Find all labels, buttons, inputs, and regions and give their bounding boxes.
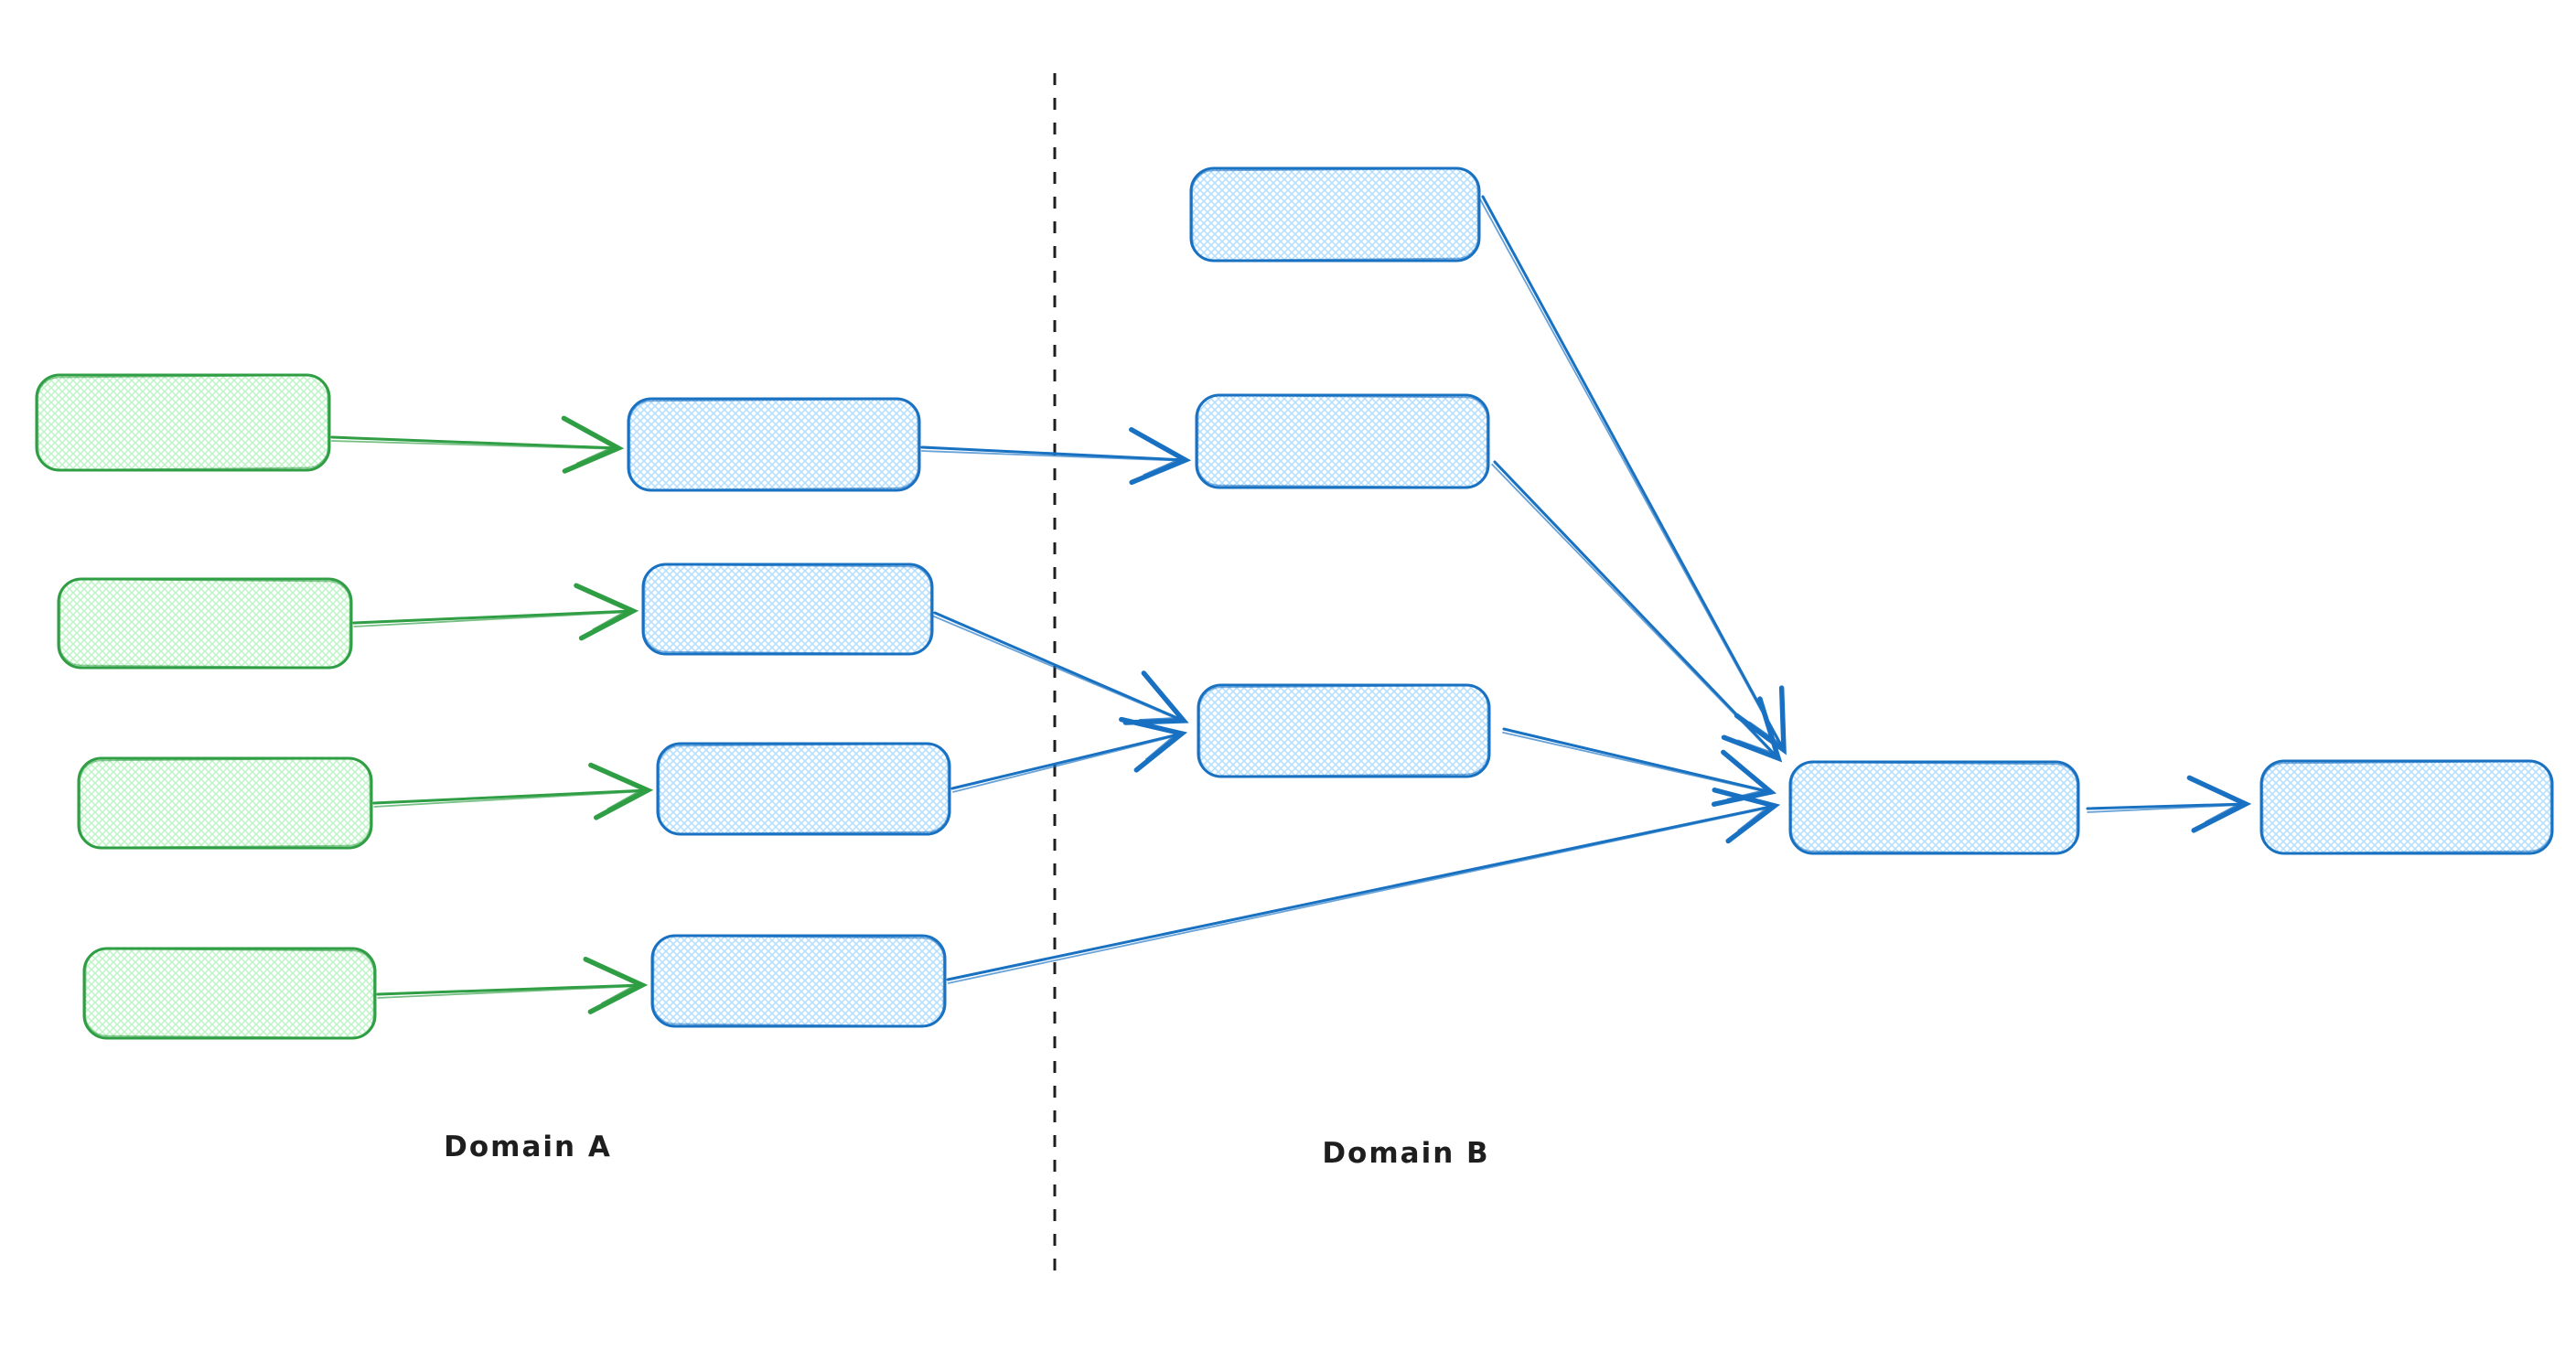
node-domain-a-input-4[interactable] (82, 947, 377, 1040)
node-echo-outline (628, 398, 919, 491)
edge-main-line (352, 583, 639, 641)
node-domain-b-stage-3[interactable] (1197, 683, 1491, 778)
node-echo-outline (643, 563, 932, 655)
node-body (656, 742, 951, 836)
node-body (35, 373, 331, 472)
domain-b-label[interactable]: Domain B (1322, 1137, 1489, 1170)
node-domain-b-aggregator[interactable] (1788, 760, 2080, 855)
node-echo-outline (37, 374, 329, 471)
edge-g4-m4[interactable] (376, 957, 649, 1014)
edge-main-line (1493, 460, 1783, 763)
node-echo-outline (1198, 684, 1489, 777)
edge-m4-c[interactable] (946, 788, 1781, 984)
node-body (1189, 166, 1481, 263)
node-domain-a-process-2[interactable] (641, 563, 934, 656)
node-domain-a-input-3[interactable] (77, 756, 373, 850)
node-body (1197, 683, 1491, 778)
node-body (1195, 393, 1490, 489)
node-body (641, 563, 934, 656)
edge-main-line (950, 716, 1188, 790)
node-domain-a-input-2[interactable] (57, 577, 353, 670)
node-domain-a-process-4[interactable] (650, 934, 947, 1028)
node-body (650, 934, 947, 1028)
node-echo-outline (1790, 761, 2078, 854)
node-domain-b-stage-2[interactable] (1195, 393, 1490, 489)
edge-b3-c[interactable] (1502, 727, 1777, 807)
edge-m3-b3[interactable] (950, 716, 1188, 793)
node-echo-outline (658, 743, 950, 835)
edge-b1-c[interactable] (1478, 195, 1787, 756)
node-echo-outline (79, 757, 371, 849)
node-echo-outline (1191, 167, 1479, 262)
edge-main-line (1502, 727, 1777, 807)
node-domain-b-output[interactable] (2259, 759, 2554, 855)
edge-main-line (933, 611, 1189, 725)
node-body (77, 756, 373, 850)
node-domain-b-stage-1[interactable] (1189, 166, 1481, 263)
edge-main-line (372, 762, 654, 820)
node-body (57, 577, 353, 670)
edge-c-r[interactable] (2086, 775, 2252, 833)
node-body (2259, 759, 2554, 855)
edge-main-line (920, 426, 1192, 486)
node-echo-outline (2261, 760, 2552, 854)
edge-b2-c[interactable] (1491, 460, 1783, 763)
node-body (627, 397, 921, 492)
node-domain-a-input-1[interactable] (35, 373, 331, 472)
edge-main-line (2086, 775, 2252, 833)
edge-main-line (1481, 195, 1787, 756)
edge-m2-b3[interactable] (932, 611, 1189, 725)
node-echo-outline (59, 578, 351, 669)
node-echo-outline (652, 935, 945, 1027)
edge-g3-m3[interactable] (372, 762, 654, 820)
domain-a-label[interactable]: Domain A (444, 1131, 612, 1163)
edge-g2-m2[interactable] (352, 583, 639, 641)
node-echo-outline (1197, 394, 1488, 488)
node-domain-a-process-3[interactable] (656, 742, 951, 836)
edge-main-line (946, 788, 1781, 981)
edge-m1-b2[interactable] (920, 426, 1192, 486)
edge-echo-line (947, 808, 1767, 984)
node-echo-outline (84, 948, 375, 1039)
node-domain-a-process-1[interactable] (627, 397, 921, 492)
edge-main-line (330, 415, 625, 474)
edge-g1-m1[interactable] (330, 415, 625, 474)
node-body (1788, 760, 2080, 855)
node-body (82, 947, 377, 1040)
edge-main-line (376, 957, 649, 1014)
